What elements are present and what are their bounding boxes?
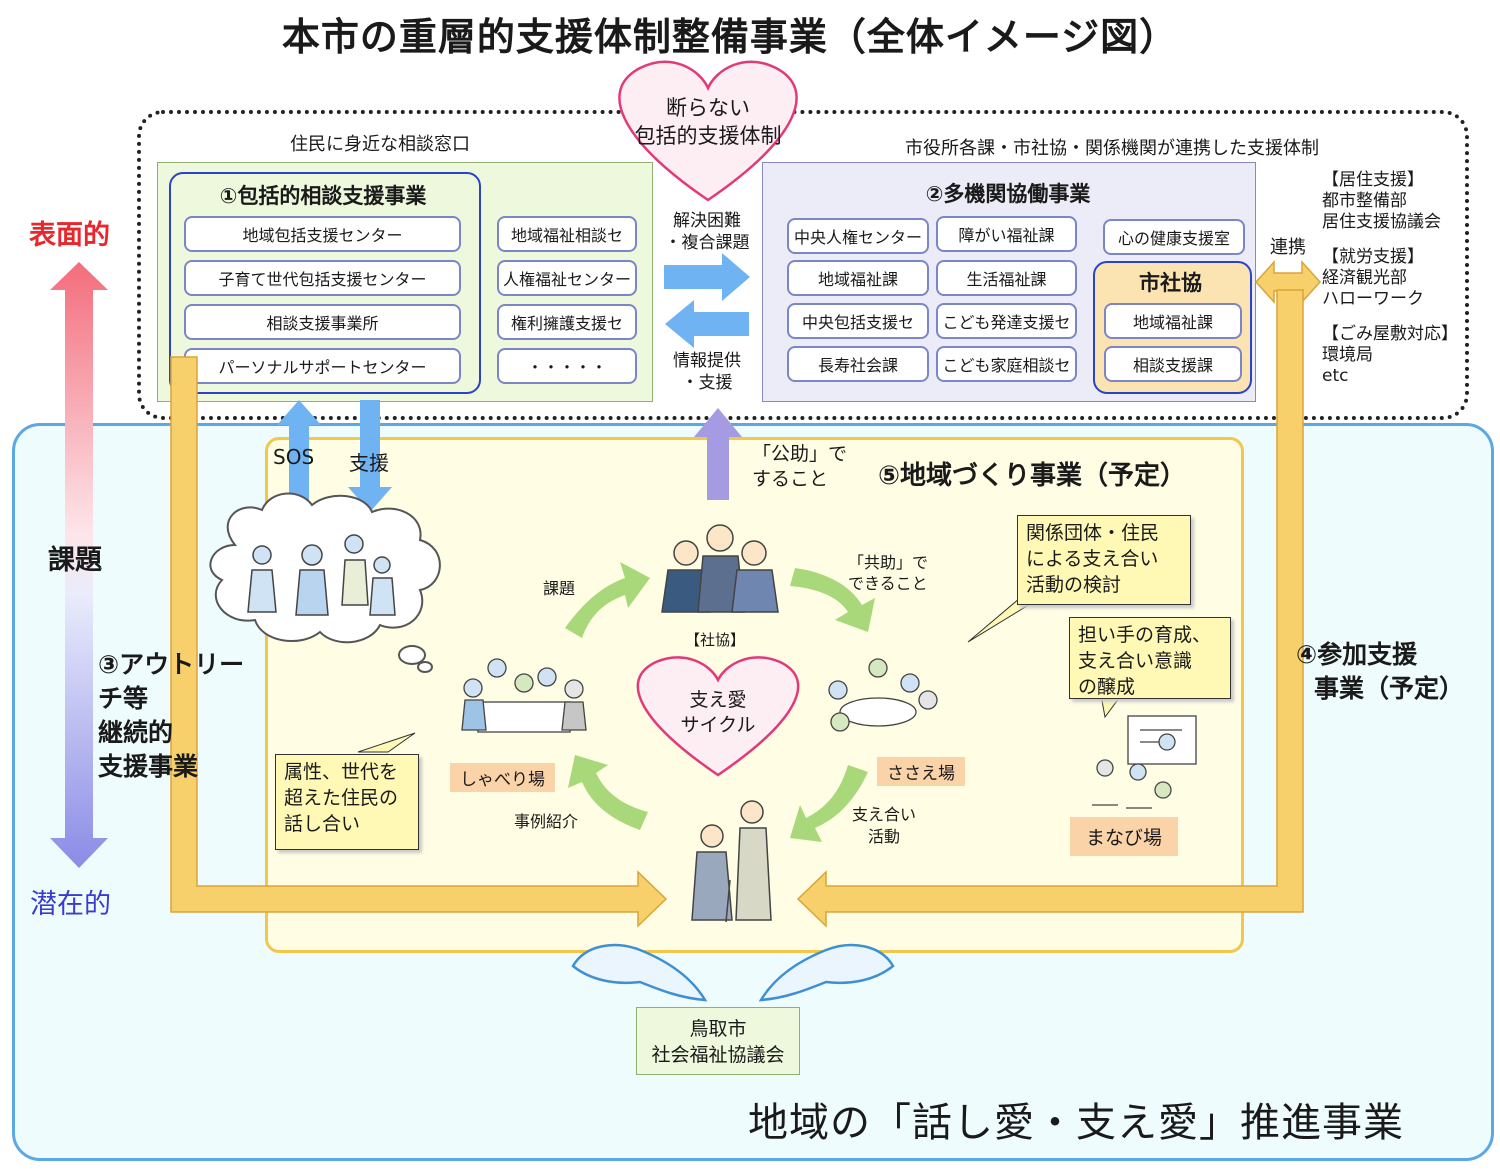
agency-item: 生活福祉課 xyxy=(936,260,1077,296)
mental-health-office: 心の健康支援室 xyxy=(1103,219,1245,255)
list-item: 環境局 xyxy=(1322,345,1373,365)
heart-center xyxy=(636,656,800,777)
project1-item: パーソナルサポートセンター xyxy=(184,348,461,384)
middle-top-label: 解決困難 ・複合課題 xyxy=(664,211,750,253)
project1-item: 子育て世代包括支援センター xyxy=(184,260,461,296)
project2-heading: ②多機関協働事業 xyxy=(925,182,1091,206)
chat-group-illustration xyxy=(461,658,587,733)
agency-item: 地域福祉課 xyxy=(787,260,929,296)
tottori-label: 鳥取市 社会福祉協議会 xyxy=(651,1018,785,1066)
support-group-illustration xyxy=(828,658,938,732)
list-item: 居住支援協議会 xyxy=(1322,212,1441,232)
axis-bottom-label: 潜在的 xyxy=(30,889,111,920)
public-help-label: 「公助」で すること xyxy=(752,443,848,490)
support-arrow xyxy=(348,400,392,512)
list-item: 都市整備部 xyxy=(1322,191,1407,211)
heart-top xyxy=(618,60,798,202)
sos-label: SOS xyxy=(273,445,315,469)
list-item: 【就労支援】 xyxy=(1322,247,1424,267)
shakyo-item: 相談支援課 xyxy=(1104,346,1242,382)
related-agencies-list: 【居住支援】 都市整備部 居住支援協議会 【就労支援】 経済観光部 ハローワーク… xyxy=(1322,170,1458,387)
side-item: 人権福祉センター xyxy=(497,260,637,296)
feedback-arrow xyxy=(665,300,749,348)
agency-item: 長寿社会課 xyxy=(787,346,929,382)
supporting-hands-icon xyxy=(571,943,895,1002)
heart-center-text: 支え愛 サイクル xyxy=(660,688,776,738)
project3-line: 支援事業 xyxy=(98,752,199,781)
cycle-arrow-up xyxy=(565,562,650,638)
note3-tail xyxy=(357,732,416,753)
project3-line: ③アウトリー xyxy=(98,650,245,679)
place-sasae: ささえ場 xyxy=(877,757,965,786)
right-section-label: 市役所各課・市社協・関係機関が連携した支援体制 xyxy=(905,138,1319,159)
project3-line: チ等 xyxy=(98,684,149,713)
side-item: 権利擁護支援セ xyxy=(497,304,637,340)
public-help-arrow xyxy=(694,408,742,500)
axis-top-label: 表面的 xyxy=(29,220,110,251)
escalation-arrow xyxy=(664,253,750,301)
note-resident-dialogue: 属性、世代を 超えた住民の 話し合い xyxy=(275,754,419,850)
agency-item: 中央人権センター xyxy=(787,218,929,254)
middle-bottom-label: 情報提供 ・支援 xyxy=(673,351,741,393)
project4-line: ④参加支援 xyxy=(1296,640,1418,669)
project1-item: 地域包括支援センター xyxy=(184,216,461,252)
tottori-shakyo-box: 鳥取市 社会福祉協議会 xyxy=(636,1007,800,1075)
heart-center-line1: 支え愛 xyxy=(689,689,747,711)
mutual-help-label: 「共助」で できること xyxy=(848,553,929,593)
page-title: 本市の重層的支援体制整備事業（全体イメージ図） xyxy=(281,15,1179,59)
project3-label: ③アウトリー チ等 継続的 支援事業 xyxy=(98,648,244,784)
agency-item: こども家庭相談セ xyxy=(936,346,1077,382)
place-shaberi: しゃべり場 xyxy=(450,763,555,792)
agency-item: 中央包括支援セ xyxy=(787,303,929,339)
left-section-label: 住民に身近な相談窓口 xyxy=(290,134,470,155)
support-label: 支援 xyxy=(349,451,389,475)
agency-item: 障がい福祉課 xyxy=(936,216,1077,252)
note-caregiver-training: 担い手の育成、 支え合い意識 の醸成 xyxy=(1069,617,1231,699)
list-item: 【ごみ屋敷対応】 xyxy=(1322,324,1458,344)
axis-middle-label: 課題 xyxy=(48,545,102,576)
note-groups-residents: 関係団体・住民 による支え合い 活動の検討 xyxy=(1017,515,1191,605)
program-title: 地域の「話し愛・支え愛」推進事業 xyxy=(748,1100,1404,1146)
heart-top-line2: 包括的支援体制 xyxy=(634,124,782,148)
shakyo-heading: 市社協 xyxy=(1139,271,1202,295)
side-item: 地域福祉相談セ xyxy=(497,216,637,252)
shakyo-staff-illustration xyxy=(661,524,779,613)
project5-heading: ⑤地域づくり事業（予定） xyxy=(878,461,1187,491)
shakyo-item: 地域福祉課 xyxy=(1104,303,1242,339)
renkei-arrow xyxy=(1254,260,1322,304)
heart-top-line1: 断らない xyxy=(666,96,750,120)
surface-latent-axis-arrow xyxy=(50,262,108,868)
place-manabi: まなび場 xyxy=(1070,817,1179,856)
participation-arrow xyxy=(796,289,1304,928)
project4-label: ④参加支援 事業（予定） xyxy=(1296,638,1464,706)
shakyo-small-label: 【社協】 xyxy=(685,631,746,649)
cycle-arrow-left xyxy=(568,755,648,830)
list-item: 経済観光部 xyxy=(1322,268,1407,288)
list-item: ハローワーク xyxy=(1322,289,1424,309)
learning-group-illustration xyxy=(1092,715,1197,809)
project3-line: 継続的 xyxy=(98,718,174,747)
project1-heading: ①包括的相談支援事業 xyxy=(219,184,427,208)
sos-arrow xyxy=(277,400,321,512)
issues-label: 課題 xyxy=(543,579,576,598)
support-activity-label: 支え合い 活動 xyxy=(852,805,917,846)
renkei-label: 連携 xyxy=(1270,237,1306,258)
cycle-arrows xyxy=(565,562,875,842)
case-intro-label: 事例紹介 xyxy=(514,812,579,831)
heart-top-text: 断らない 包括的支援体制 xyxy=(628,94,788,150)
project1-item: 相談支援事業所 xyxy=(184,304,461,340)
project1-frame xyxy=(169,172,481,394)
agency-item: こども発達支援セ xyxy=(936,303,1077,339)
side-item: ・・・・・ xyxy=(497,348,637,384)
residents-illustration xyxy=(247,534,396,616)
outreach-arrow xyxy=(170,356,668,928)
project4-line: 事業（予定） xyxy=(1314,674,1465,703)
list-item: 【居住支援】 xyxy=(1322,170,1424,190)
cycle-arrow-right xyxy=(790,568,875,632)
cycle-arrow-down xyxy=(790,765,868,842)
elderly-care-illustration xyxy=(691,800,772,923)
list-item: etc xyxy=(1322,366,1349,386)
heart-center-line2: サイクル xyxy=(680,714,756,736)
